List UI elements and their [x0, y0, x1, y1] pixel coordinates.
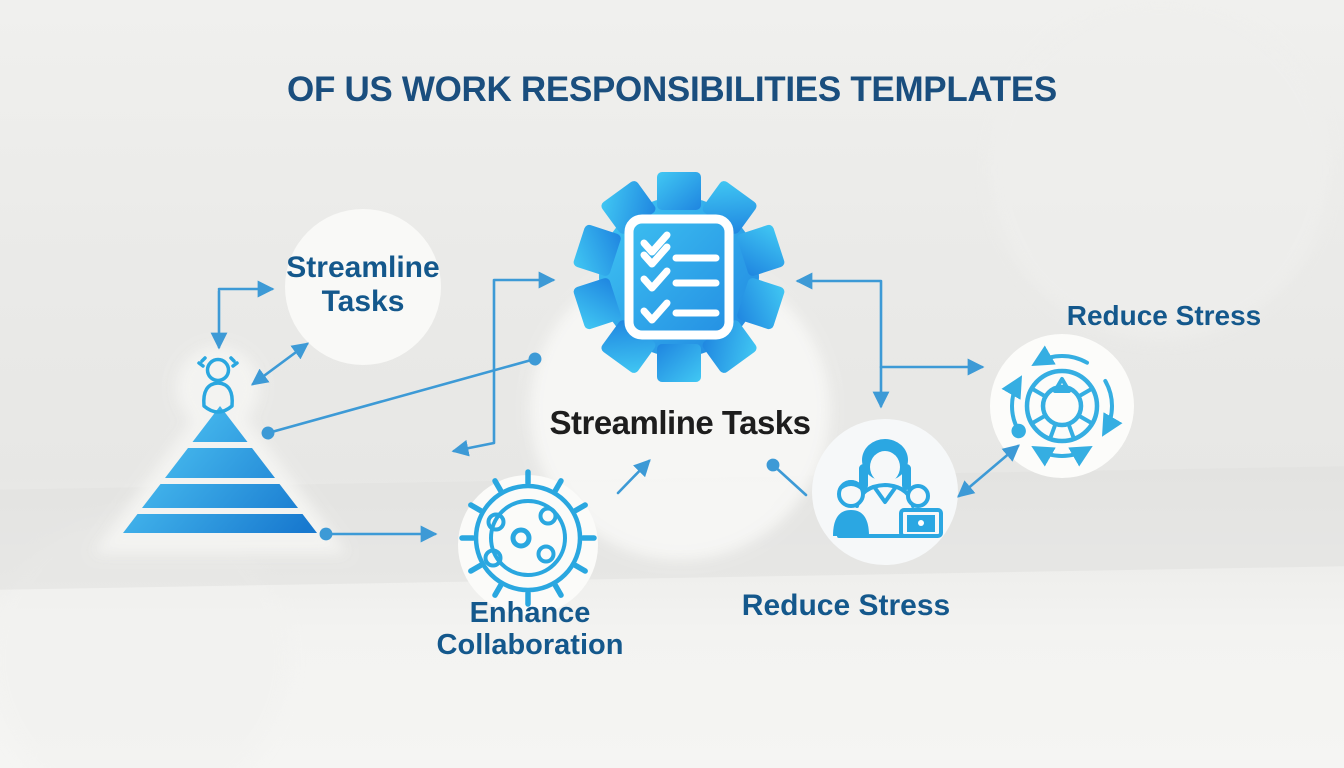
line-center-to-people [766, 458, 808, 497]
streamline-tasks-bubble-label: Streamline Tasks [285, 251, 441, 318]
enhance-line2: Collaboration [436, 629, 624, 662]
arrow-person-streamline [250, 342, 310, 386]
streamline-bubble-line1: Streamline [286, 251, 440, 284]
background-blob [990, 0, 1330, 340]
arrow-gear-to-enhance [451, 271, 556, 457]
streamline-bubble-line2: Tasks [321, 284, 405, 318]
gear-outline-icon [459, 469, 597, 607]
enhance-collaboration-label: Enhance Collaboration [418, 597, 642, 662]
arrow-gear-to-people [795, 272, 890, 409]
enhance-line1: Enhance [469, 597, 591, 629]
reduce-stress-right-label: Reduce Stress [1066, 300, 1262, 331]
gear-checklist-icon [573, 172, 785, 382]
family-laptop-icon [833, 439, 943, 538]
node-circle-streamline [285, 209, 441, 365]
reduce-stress-bottom-label: Reduce Stress [741, 589, 951, 622]
pyramid-icon [123, 406, 317, 533]
node-circle-cycle [990, 334, 1134, 478]
arrow-people-cycle [957, 444, 1020, 498]
arrow-enhance-to-center [616, 459, 651, 495]
person-icon [197, 356, 239, 414]
center-caption: Streamline Tasks [549, 404, 811, 441]
page-title: OF US WORK RESPONSIBILITIES TEMPLATES [287, 70, 1057, 109]
connector-arrows [210, 271, 1020, 543]
center-glow-blob [530, 260, 830, 560]
circular-arrows-icon [1001, 345, 1123, 467]
